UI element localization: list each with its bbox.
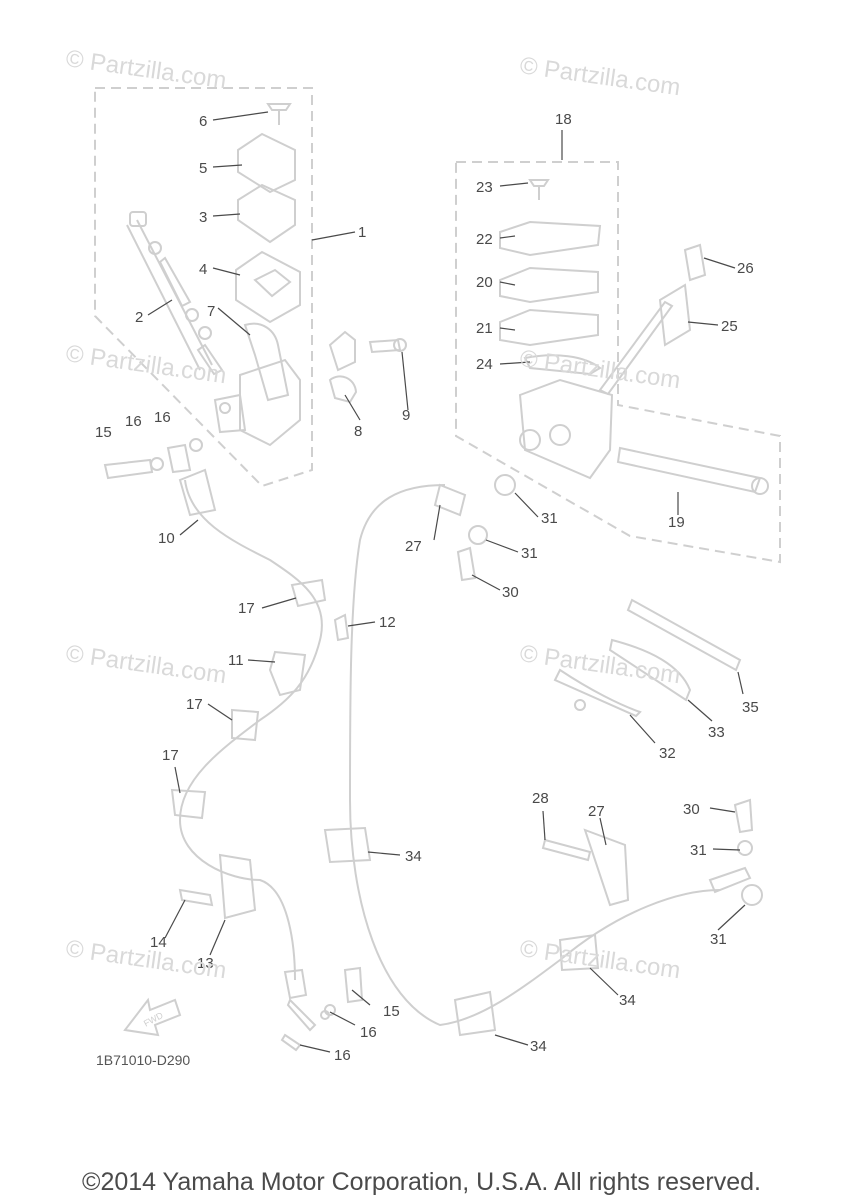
callout-23: 23 bbox=[476, 179, 493, 196]
callout-18: 18 bbox=[555, 111, 572, 128]
callout-31d: 31 bbox=[710, 931, 727, 948]
front-master-cylinder-box bbox=[94, 87, 313, 488]
callout-17c: 17 bbox=[162, 747, 179, 764]
fwd-label: FWD bbox=[142, 1010, 165, 1029]
callout-31a: 31 bbox=[541, 510, 558, 527]
callout-35: 35 bbox=[742, 699, 759, 716]
callout-12: 12 bbox=[379, 614, 396, 631]
callout-4: 4 bbox=[199, 261, 207, 278]
left-clamp-parts bbox=[328, 330, 407, 404]
callout-13: 13 bbox=[197, 955, 214, 972]
rear-master-cylinder-box bbox=[455, 161, 781, 564]
cable-tie-35 bbox=[626, 598, 742, 672]
rear-brake-hose bbox=[348, 484, 721, 1027]
callout-31c: 31 bbox=[690, 842, 707, 859]
callout-17b: 17 bbox=[186, 696, 203, 713]
callout-34b: 34 bbox=[619, 992, 636, 1009]
callout-24: 24 bbox=[476, 356, 493, 373]
callout-16c: 16 bbox=[360, 1024, 377, 1041]
left-reservoir-parts bbox=[126, 103, 301, 447]
copyright-notice: ©2014 Yamaha Motor Corporation, U.S.A. A… bbox=[82, 1168, 761, 1196]
callout-7: 7 bbox=[207, 303, 215, 320]
callout-8: 8 bbox=[354, 423, 362, 440]
callout-34c: 34 bbox=[530, 1038, 547, 1055]
callout-6: 6 bbox=[199, 113, 207, 130]
right-reservoir-parts bbox=[499, 179, 769, 495]
callout-34a: 34 bbox=[405, 848, 422, 865]
callout-16b: 16 bbox=[154, 409, 171, 426]
callout-3: 3 bbox=[199, 209, 207, 226]
left-banjo-bolt bbox=[103, 438, 203, 480]
callout-15b: 15 bbox=[383, 1003, 400, 1020]
front-brake-hose bbox=[178, 479, 323, 981]
callout-16a: 16 bbox=[125, 413, 142, 430]
callout-14: 14 bbox=[150, 934, 167, 951]
callout-29: 28 bbox=[532, 790, 549, 807]
callout-31b: 31 bbox=[521, 545, 538, 562]
callout-15a: 15 bbox=[95, 424, 112, 441]
callout-28: 27 bbox=[588, 803, 605, 820]
callout-5: 5 bbox=[199, 160, 207, 177]
callout-32: 32 bbox=[659, 745, 676, 762]
callout-10: 10 bbox=[158, 530, 175, 547]
callout-30a: 30 bbox=[502, 584, 519, 601]
callout-25: 25 bbox=[721, 318, 738, 335]
callout-11: 11 bbox=[228, 652, 244, 669]
callout-1: 1 bbox=[358, 224, 366, 241]
callout-30b: 30 bbox=[683, 801, 700, 818]
callout-16d: 16 bbox=[334, 1047, 351, 1064]
callout-33: 33 bbox=[708, 724, 725, 741]
callout-2: 2 bbox=[135, 309, 143, 326]
callout-17a: 17 bbox=[238, 600, 255, 617]
callout-26: 26 bbox=[737, 260, 754, 277]
callout-27: 27 bbox=[405, 538, 422, 555]
drawing-code: 1B71010-D290 bbox=[96, 1052, 191, 1068]
callout-20: 20 bbox=[476, 274, 493, 291]
callout-21: 21 bbox=[476, 320, 493, 337]
callout-9: 9 bbox=[402, 407, 410, 424]
callout-19: 19 bbox=[668, 514, 685, 531]
callout-22: 22 bbox=[476, 231, 493, 248]
